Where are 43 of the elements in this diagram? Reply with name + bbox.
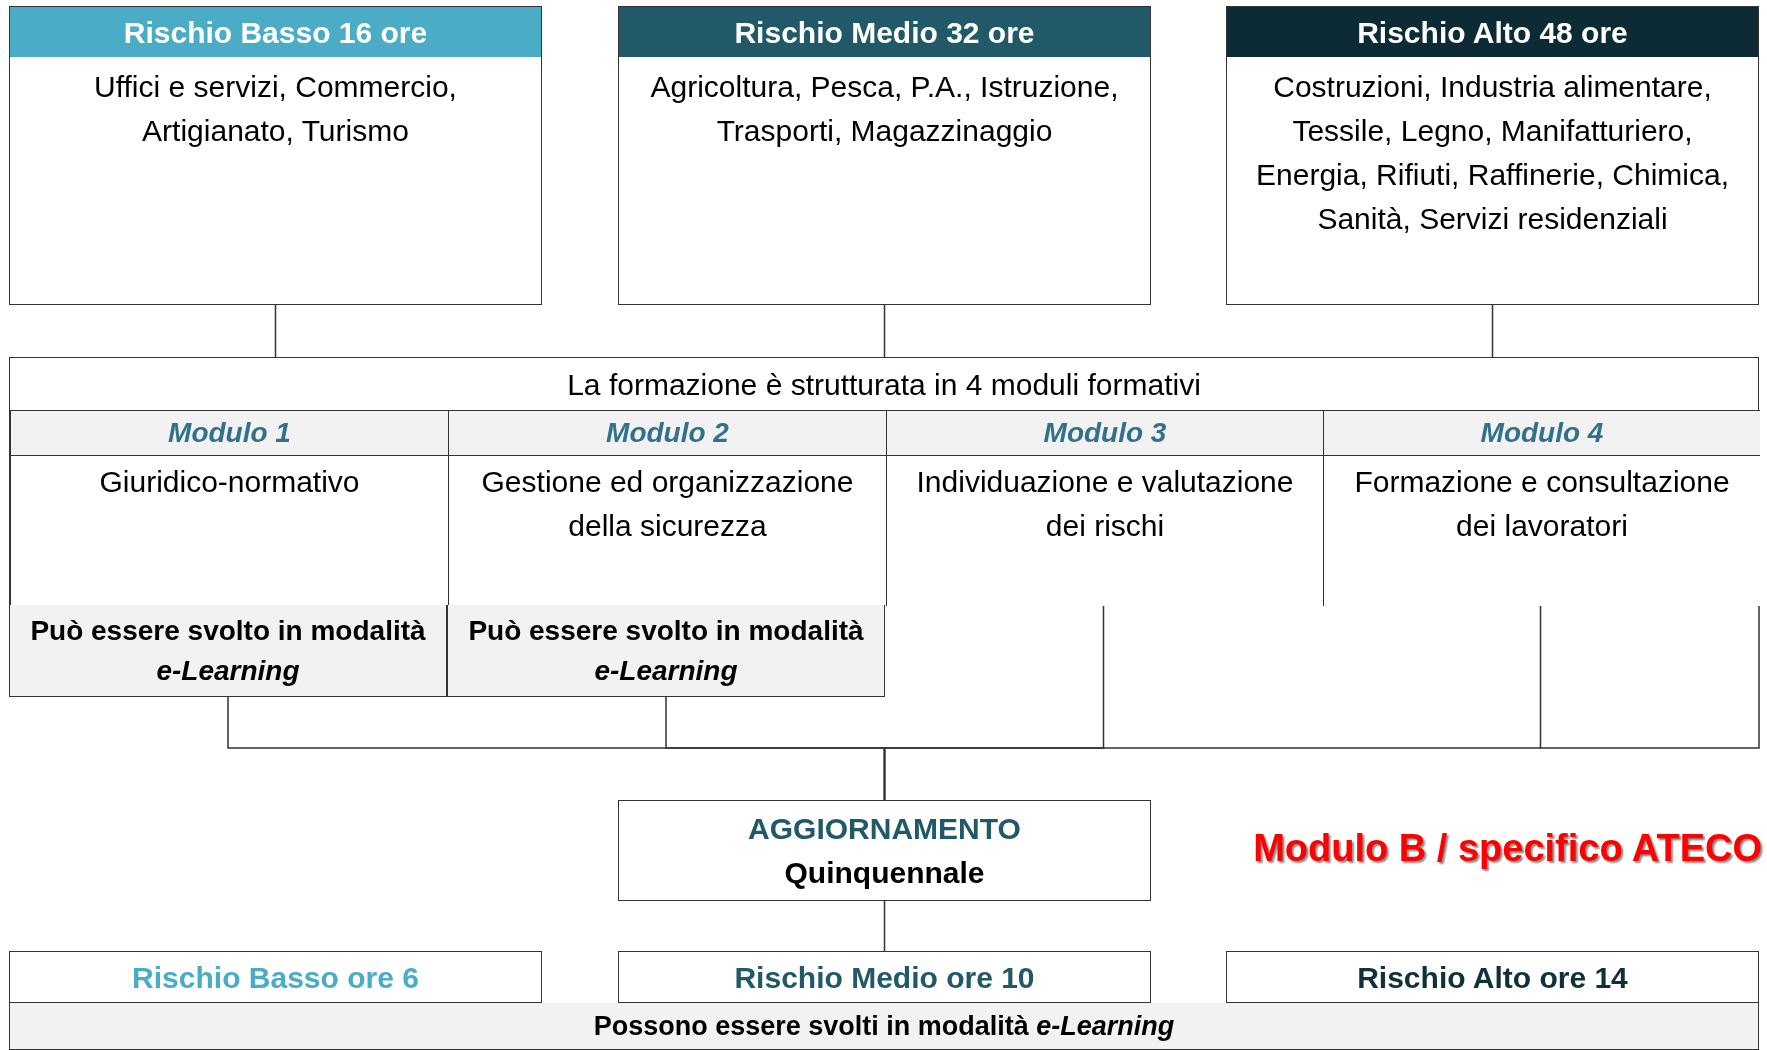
frame-title: La formazione è strutturata in 4 moduli formativi [567, 366, 1201, 403]
refresh-hours: Rischio Basso ore 6 [132, 959, 419, 996]
header-band: Rischio Basso 16 ore [10, 7, 541, 57]
update-heading: AGGIORNAMENTO [748, 810, 1021, 847]
modules-frame [9, 357, 1759, 605]
elearning-box [447, 605, 885, 697]
elearning-note: Può essere svolto in modalità e-Learning [467, 613, 865, 688]
elearning-note: Possono essere svolti in modalità e-Learning [593, 1009, 1175, 1043]
sector-list: Costruzioni, Industria alimentare, Tessile, Legno, Manifatturiero, Energia, Rifiuti, Raffinerie, Chimica, Sanità, Servizi residenziali [1227, 57, 1758, 241]
connector-line [883, 900, 886, 952]
refresh-hours-box [9, 951, 542, 1003]
update-box [618, 800, 1151, 901]
header-band: Rischio Medio 32 ore [619, 7, 1150, 57]
refresh-hours-box [1226, 951, 1759, 1003]
risk-box [9, 6, 542, 305]
header-band: Rischio Alto 48 ore [1227, 7, 1758, 57]
elearning-note: Può essere svolto in modalità e-Learning [29, 613, 427, 688]
connector-line [274, 304, 277, 358]
connector-line [883, 304, 886, 358]
refresh-hours: Rischio Medio ore 10 [734, 959, 1035, 996]
module-heading: Modulo 2 [449, 411, 886, 456]
module-column [10, 410, 448, 606]
risk-box [1226, 6, 1759, 305]
refresh-hours-box [618, 951, 1151, 1003]
module-topic: Gestione ed organizzazione della sicurezza [480, 464, 855, 544]
module-topic: Individuazione e valutazione dei rischi [915, 464, 1295, 544]
sector-list: Agricoltura, Pesca, P.A., Istruzione, Trasporti, Magazzinaggio [619, 57, 1150, 153]
module-heading: Modulo 3 [887, 411, 1323, 456]
module-column [448, 410, 886, 606]
connector-line [883, 604, 1542, 801]
update-period: Quinquennale [784, 854, 985, 891]
section-label: Modulo B / specifico ATECO [1252, 826, 1762, 871]
module-heading: Modulo 1 [11, 411, 448, 456]
elearning-band [9, 1003, 1759, 1050]
elearning-box [9, 605, 447, 697]
connector-line [1491, 304, 1494, 358]
module-heading: Modulo 4 [1324, 411, 1760, 456]
module-column [886, 410, 1323, 606]
refresh-hours: Rischio Alto ore 14 [1357, 959, 1628, 996]
risk-box [618, 6, 1151, 305]
sector-list: Uffici e servizi, Commercio, Artigianato, Turismo [10, 57, 541, 153]
module-topic: Giuridico-normativo [98, 464, 361, 500]
module-topic: Formazione e consultazione dei lavoratori [1353, 464, 1731, 544]
